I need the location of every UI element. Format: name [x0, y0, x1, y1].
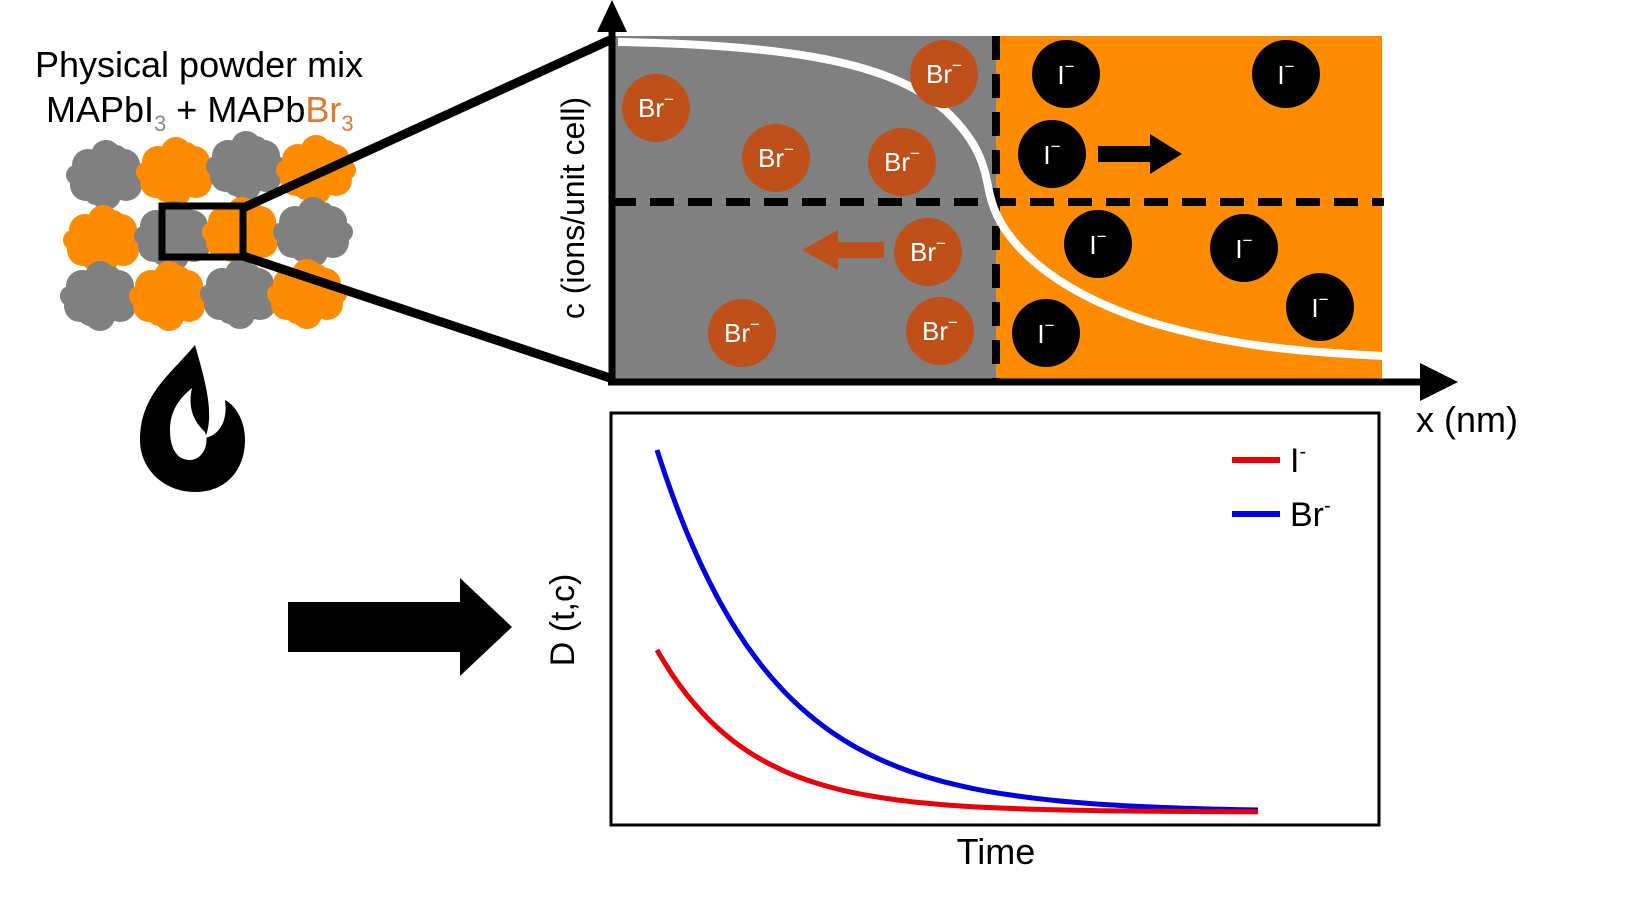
right-arrow-icon — [288, 578, 512, 676]
svg-text:Br−: Br− — [724, 315, 760, 348]
br-ion: Br− — [910, 40, 978, 108]
chart-x-label: Time — [957, 831, 1036, 872]
plot-frame — [609, 411, 1381, 827]
zoom-line-bottom — [241, 251, 612, 383]
br-ion: Br− — [622, 74, 690, 142]
br-ion: Br− — [708, 299, 776, 367]
svg-text:I−: I− — [1037, 316, 1054, 349]
svg-text:I−: I− — [1089, 227, 1106, 260]
mapbi3-particle — [66, 140, 146, 210]
concentration-profile — [617, 38, 1385, 360]
svg-text:I−: I− — [1235, 231, 1252, 264]
powder-mix — [60, 131, 356, 331]
legend: I- Br- — [1232, 441, 1331, 534]
legend-label-i: I- — [1290, 441, 1306, 480]
chart-y-label: D (t,c) — [544, 574, 582, 667]
title-line-2: MAPbI3 + MAPbBr3 — [46, 89, 354, 136]
svg-text:Br−: Br− — [922, 313, 958, 346]
mapbbr3-particle — [136, 137, 216, 207]
series-line-br — [654, 449, 1259, 813]
svg-text:Br−: Br− — [910, 234, 946, 267]
br-ion: Br− — [894, 218, 962, 286]
x-axis-arrowhead — [1420, 363, 1458, 401]
zoom-box — [158, 202, 247, 261]
i-ion: I− — [1210, 214, 1278, 282]
i-migration-arrow — [1098, 134, 1182, 174]
x-axis-label: x (nm) — [1416, 399, 1518, 440]
svg-text:I−: I− — [1043, 137, 1060, 170]
y-axis-label: c (ions/unit cell) — [555, 97, 591, 319]
br-migration-arrow — [802, 230, 884, 270]
svg-text:I−: I− — [1057, 57, 1074, 90]
svg-text:Br−: Br− — [758, 140, 794, 173]
series-line-i — [654, 648, 1259, 815]
i-ion: I− — [1252, 40, 1320, 108]
br-ion: Br− — [868, 128, 936, 196]
diffusion-panel: c (ions/unit cell) x (nm) Br− Br− Br− Br… — [555, 0, 1518, 440]
i-ion: I− — [1064, 210, 1132, 278]
legend-label-br: Br- — [1290, 495, 1331, 534]
i-ion: I− — [1018, 120, 1086, 188]
i-ion: I− — [1032, 40, 1100, 108]
mapbbr3-particle — [129, 261, 209, 331]
svg-text:Br−: Br− — [884, 144, 920, 177]
svg-text:I−: I− — [1277, 57, 1294, 90]
title-line-1: Physical powder mix — [35, 44, 363, 85]
zoom-line-top — [241, 35, 612, 213]
diffusion-coefficient-chart: D (t,c) Time I- Br- — [544, 411, 1381, 872]
mapbi3-particle — [60, 261, 140, 331]
br-ion: Br− — [906, 297, 974, 365]
br-ion: Br− — [742, 124, 810, 192]
flame-icon — [140, 345, 245, 492]
y-axis-arrowhead — [597, 0, 627, 32]
i-ion: I− — [1286, 273, 1354, 341]
svg-text:Br−: Br− — [638, 90, 674, 123]
svg-text:I−: I− — [1311, 290, 1328, 323]
svg-text:Br−: Br− — [926, 56, 962, 89]
mapbi3-particle — [273, 197, 353, 267]
i-ion: I− — [1012, 299, 1080, 367]
